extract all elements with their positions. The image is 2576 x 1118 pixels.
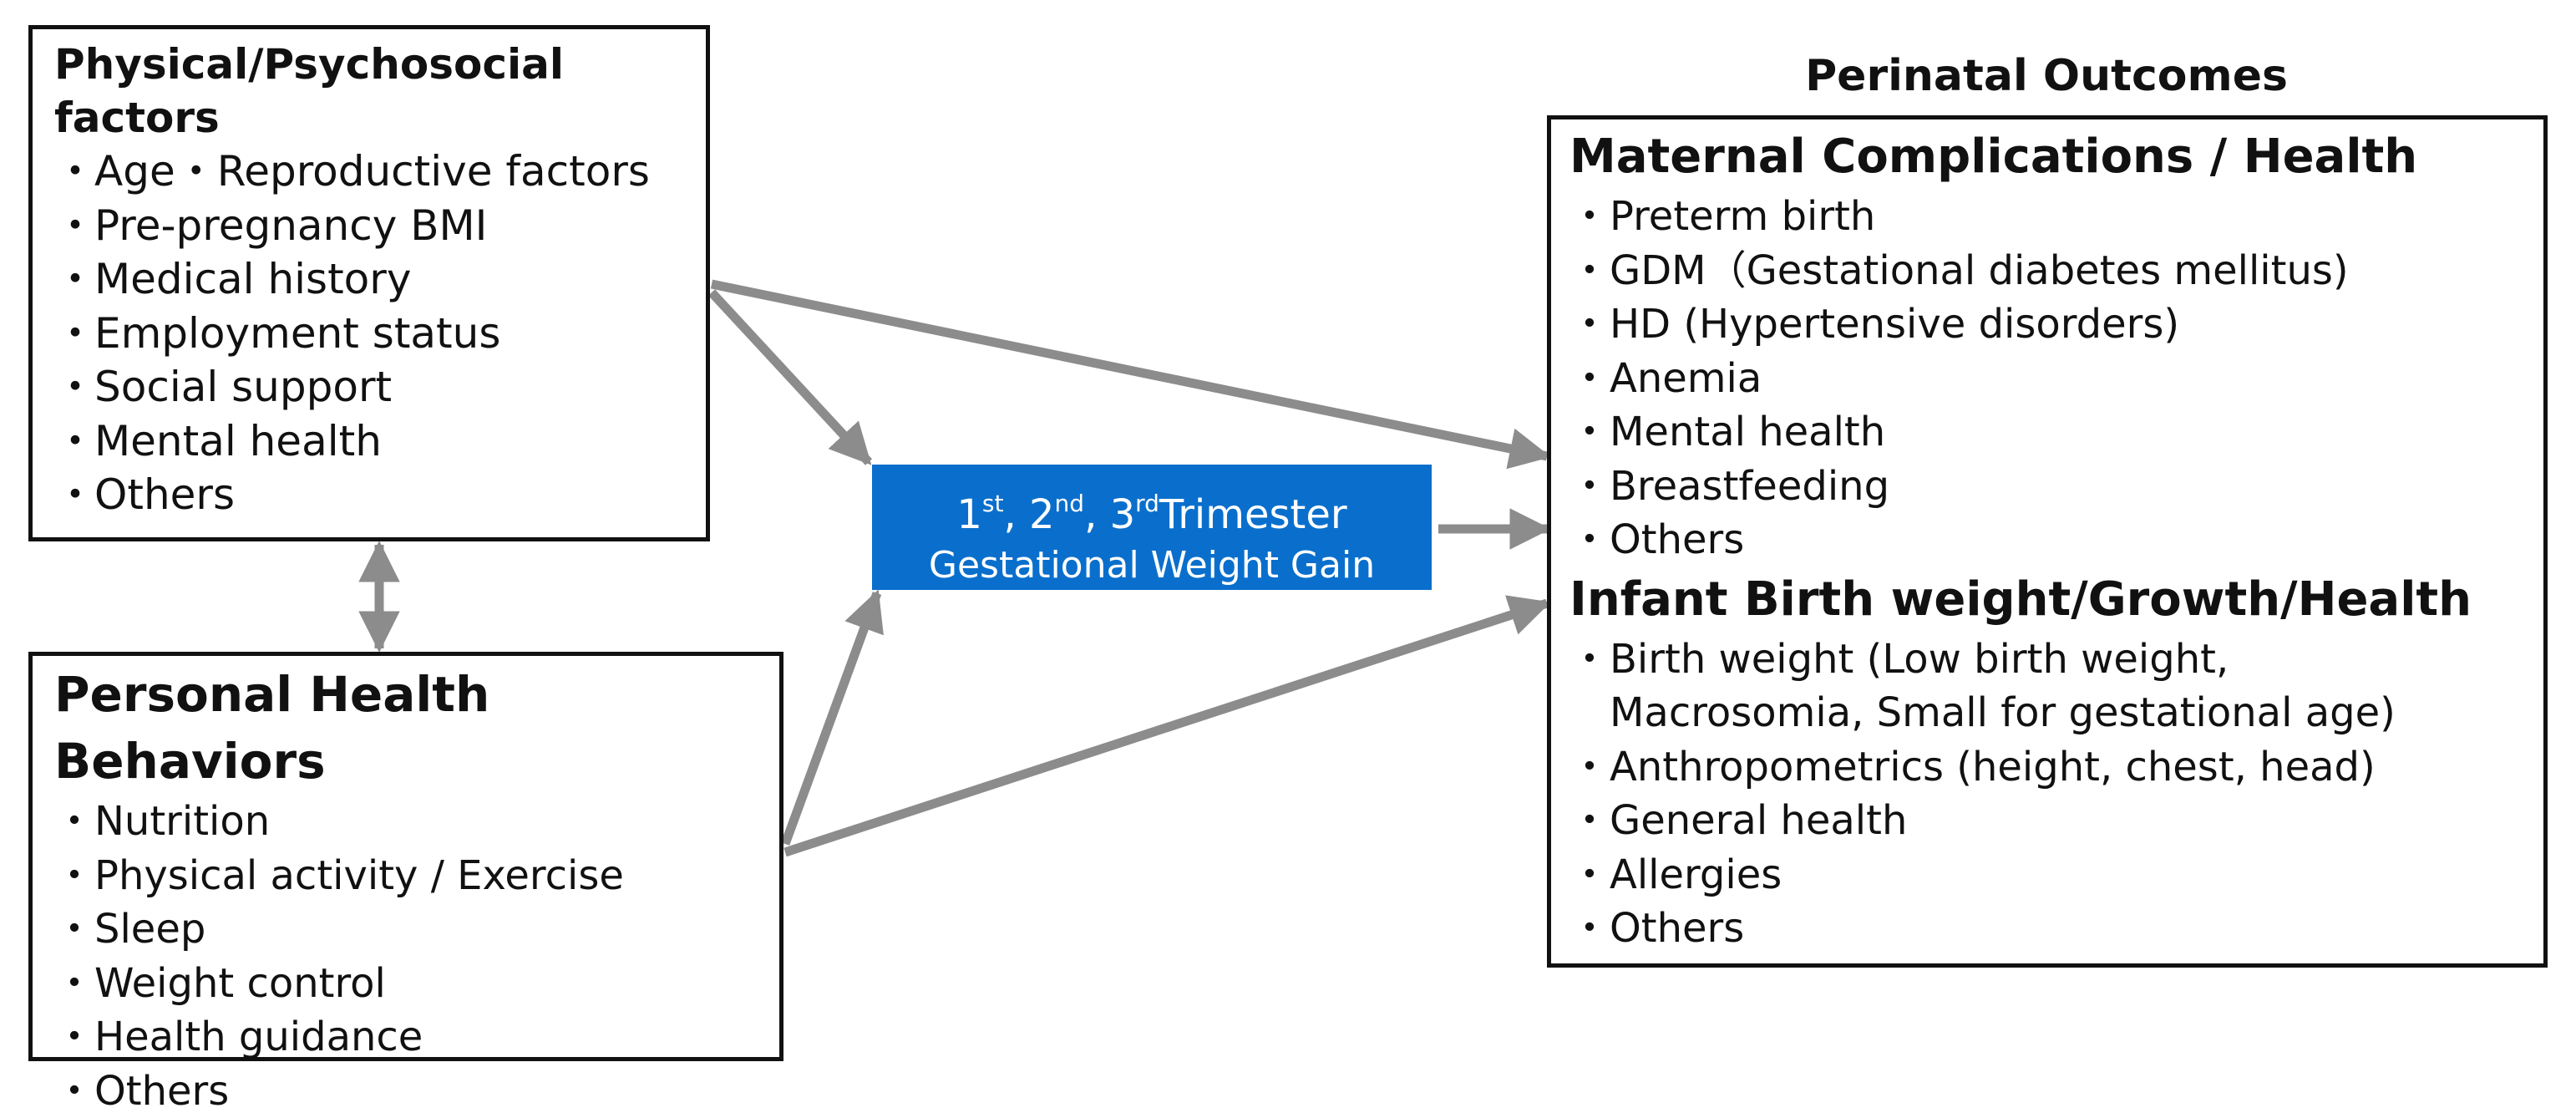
maternal-outcome-item: Preterm birth <box>1569 190 2525 244</box>
arrow-behaviors-to-gwg <box>785 593 877 844</box>
gwg-label: Gestational Weight Gain <box>872 541 1432 591</box>
physical-factor-item: Social support <box>54 360 684 414</box>
health-behavior-item: Sleep <box>54 902 758 957</box>
health-behavior-item: Weight control <box>54 957 758 1011</box>
arrow-physical-to-gwg <box>712 292 869 462</box>
gwg-trimester-line: 1st, 2nd, 3rdTrimester <box>872 478 1432 541</box>
perinatal-outcomes-title: Perinatal Outcomes <box>1704 47 2389 105</box>
infant-outcome-item: Others <box>1569 902 2525 956</box>
infant-outcome-item: Anthropometrics (height, chest, head) <box>1569 740 2525 795</box>
gwg-sep1: , <box>1003 491 1029 538</box>
physical-psychosocial-factors-box: Physical/Psychosocial factors Age・Reprod… <box>28 25 710 541</box>
maternal-outcome-item: HD (Hypertensive disorders) <box>1569 297 2525 352</box>
gwg-ord3-num: 3 <box>1110 491 1136 538</box>
maternal-outcomes-list: Preterm birth GDM（Gestational diabetes m… <box>1569 190 2525 567</box>
maternal-outcome-item: Mental health <box>1569 405 2525 460</box>
gwg-ord3-suffix: rd <box>1135 490 1159 517</box>
infant-outcome-birth-weight: Birth weight (Low birth weight,Macrosomi… <box>1569 633 2525 740</box>
health-behavior-item: Others <box>54 1065 758 1118</box>
physical-factor-item: Pre-pregnancy BMI <box>54 199 684 253</box>
birth-weight-line2: Macrosomia, Small for gestational age) <box>1610 686 2525 740</box>
gwg-sep2: , <box>1084 491 1110 538</box>
perinatal-outcomes-box: Maternal Complications / Health Preterm … <box>1547 115 2548 968</box>
maternal-outcome-item: Breastfeeding <box>1569 460 2525 514</box>
health-behaviors-heading: Personal Health Behaviors <box>54 661 758 795</box>
maternal-outcome-item: Anemia <box>1569 352 2525 406</box>
arrow-behaviors-to-outcomes <box>785 603 1547 852</box>
gwg-ord2-num: 2 <box>1029 491 1055 538</box>
physical-factors-list: Age・Reproductive factors Pre-pregnancy B… <box>54 145 684 522</box>
physical-factor-item: Mental health <box>54 414 684 469</box>
physical-factor-item: Medical history <box>54 252 684 307</box>
infant-heading: Infant Birth weight/Growth/Health <box>1569 567 2525 633</box>
physical-factors-heading-line1: Physical/Psychosocial <box>54 38 684 91</box>
physical-factor-item: Age・Reproductive factors <box>54 145 684 199</box>
physical-factor-item: Employment status <box>54 307 684 361</box>
maternal-outcome-item: GDM（Gestational diabetes mellitus) <box>1569 244 2525 298</box>
infant-outcomes-list: Birth weight (Low birth weight,Macrosomi… <box>1569 633 2525 956</box>
infant-outcome-item: General health <box>1569 794 2525 848</box>
infant-outcome-item: Allergies <box>1569 848 2525 902</box>
gwg-ord2-suffix: nd <box>1055 490 1085 517</box>
health-behavior-item: Physical activity / Exercise <box>54 849 758 903</box>
birth-weight-line1: Birth weight (Low birth weight, <box>1610 633 2525 687</box>
gwg-ord1-num: 1 <box>956 491 982 538</box>
gwg-trimester-word: Trimester <box>1159 491 1347 538</box>
gestational-weight-gain-box: 1st, 2nd, 3rdTrimester Gestational Weigh… <box>872 465 1432 590</box>
maternal-heading: Maternal Complications / Health <box>1569 125 2525 190</box>
maternal-outcome-item: Others <box>1569 513 2525 567</box>
personal-health-behaviors-box: Personal Health Behaviors Nutrition Phys… <box>28 652 783 1061</box>
gwg-ord1-suffix: st <box>982 490 1004 517</box>
health-behaviors-list: Nutrition Physical activity / Exercise S… <box>54 795 758 1118</box>
health-behavior-item: Nutrition <box>54 795 758 849</box>
health-behavior-item: Health guidance <box>54 1010 758 1065</box>
physical-factor-item: Others <box>54 468 684 522</box>
physical-factors-heading-line2: factors <box>54 91 684 145</box>
